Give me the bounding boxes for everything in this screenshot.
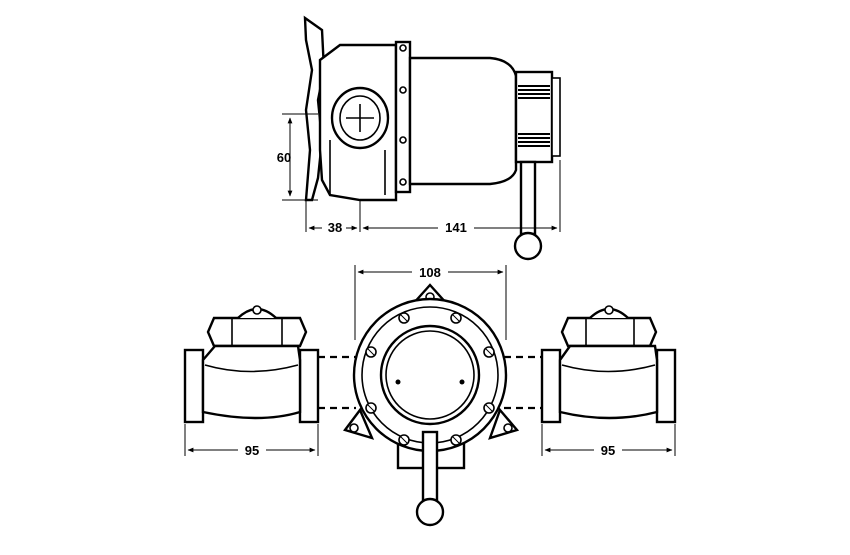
dim-depth-38: 38 (328, 220, 342, 235)
dim-valve-right-95: 95 (601, 443, 615, 458)
flange-screws (365, 312, 495, 446)
side-view: 60 38 141 (277, 15, 561, 261)
right-valve: 95 (540, 305, 677, 458)
handle-lever (519, 160, 537, 236)
dim-height-60: 60 (277, 150, 291, 165)
left-valve-body (201, 344, 302, 420)
left-valve-port-right (298, 348, 320, 424)
right-valve-port-left (540, 348, 562, 424)
right-valve-body (558, 344, 659, 420)
right-valve-port-right (655, 348, 677, 424)
cover-plate (379, 324, 481, 426)
dim-width-108: 108 (419, 265, 441, 280)
right-valve-nut (560, 316, 658, 348)
left-valve: 95 (183, 305, 320, 458)
front-knob (415, 497, 445, 527)
dim-valve-left-95: 95 (245, 443, 259, 458)
dim-depth-141: 141 (445, 220, 467, 235)
left-valve-nut (206, 316, 308, 348)
front-lever (421, 430, 439, 508)
left-valve-port-left (183, 348, 205, 424)
handle-knob (513, 231, 543, 261)
valve-body (408, 56, 518, 186)
body-flange (394, 40, 412, 194)
pipe-connections (318, 355, 542, 410)
front-view: 108 (183, 265, 677, 527)
